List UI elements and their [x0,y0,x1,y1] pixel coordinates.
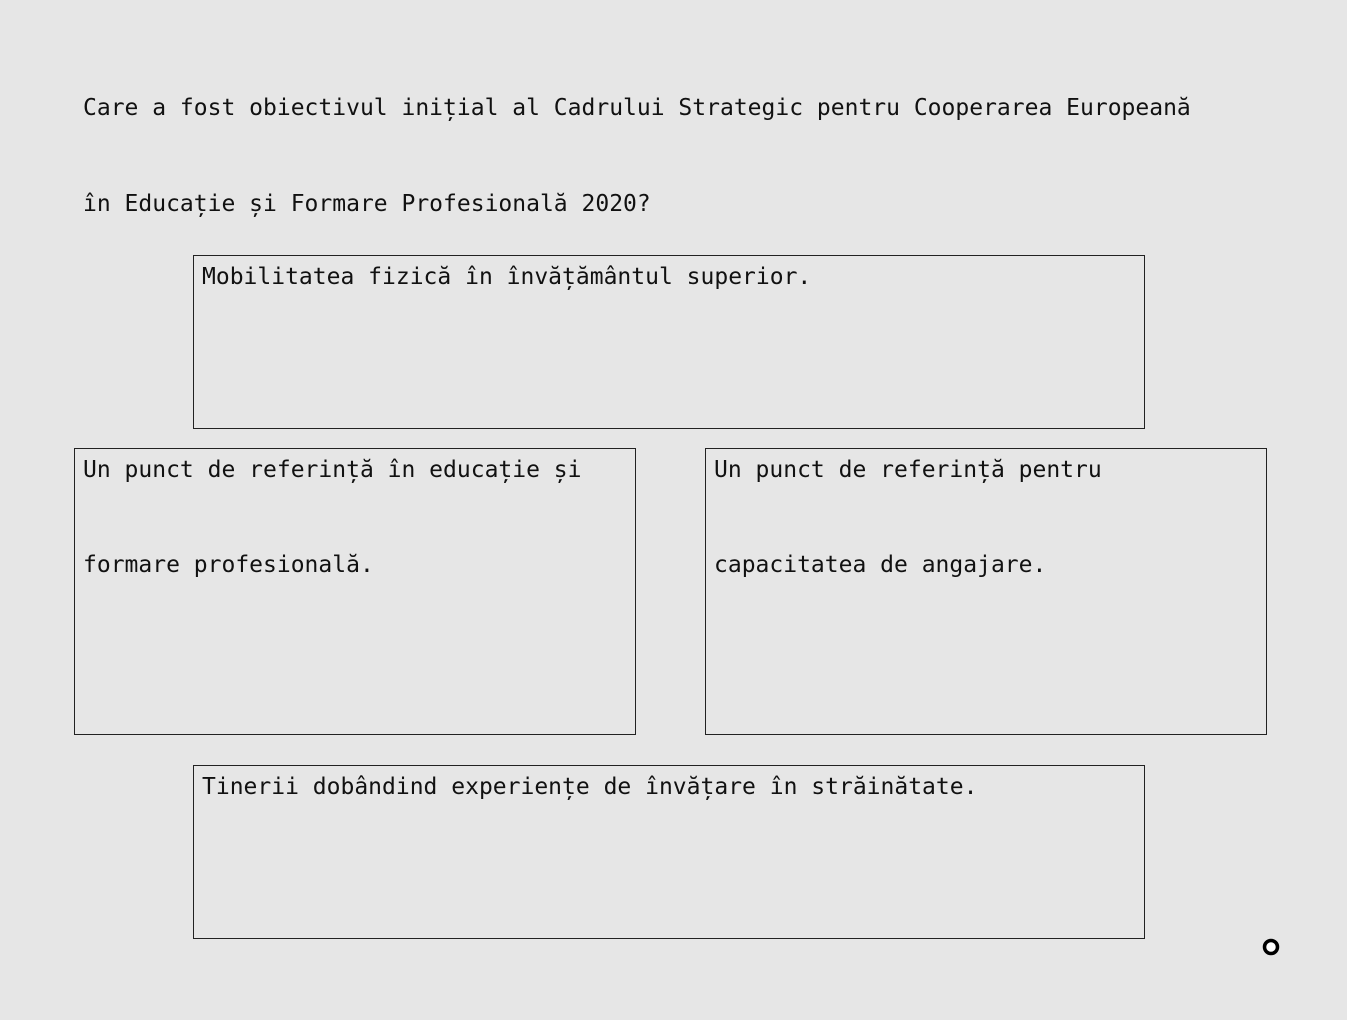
answer-option-c-label-line-1: Un punct de referință pentru [714,457,1102,483]
answer-option-d-label: Tinerii dobândind experiențe de învățare… [202,774,978,800]
answer-option-b-label-line-2: formare profesională. [83,552,374,578]
answer-option-d[interactable]: Tinerii dobândind experiențe de învățare… [193,765,1145,939]
answer-option-a[interactable]: Mobilitatea fizică în învățământul super… [193,255,1145,429]
answer-option-c-label-line-2: capacitatea de angajare. [714,552,1047,578]
question-line-2: în Educație și Formare Profesională 2020… [83,191,651,217]
question-line-1: Care a fost obiectivul inițial al Cadrul… [83,95,1191,121]
answer-option-a-label: Mobilitatea fizică în învățământul super… [202,264,812,290]
answer-option-b-label-line-1: Un punct de referință în educație și [83,457,582,483]
circle-cursor-icon [1262,938,1280,956]
question-text: Care a fost obiectivul inițial al Cadrul… [83,88,1263,280]
answer-option-c[interactable]: Un punct de referință pentru capacitatea… [705,448,1267,735]
answer-option-b[interactable]: Un punct de referință în educație și for… [74,448,636,735]
